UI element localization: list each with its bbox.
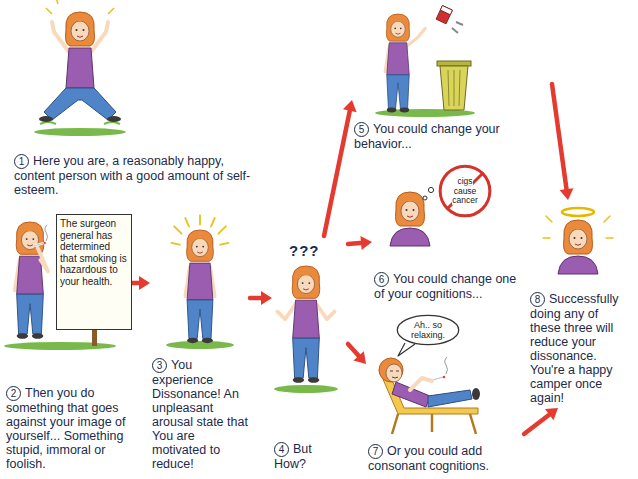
callout-number: 8 <box>530 292 545 307</box>
panel-caption: 5You could change your behavior... <box>354 122 550 151</box>
comic-panel: 3You experience Dissonance! An unpleasan… <box>150 206 250 474</box>
callout-number: 6 <box>374 272 389 287</box>
comic-panel: 1Here you are, a reasonably happy, conte… <box>12 4 267 200</box>
comic-panel: 4But How? <box>272 236 348 474</box>
panel-caption: 2Then you do something that goes against… <box>6 386 130 471</box>
arrow-head <box>139 276 150 290</box>
panel-caption: 7Or you could add consonant cognitions. <box>368 444 522 473</box>
arrow-head <box>360 236 372 250</box>
panel-caption: 8Successfully doing any of these three w… <box>530 292 630 405</box>
callout-number: 2 <box>6 386 21 401</box>
relaxing-person <box>379 343 480 434</box>
arrow-shaft <box>324 109 350 236</box>
no-symbol-ring <box>440 166 490 216</box>
speech-bubble: Ah.. so relaxing. <box>396 314 460 346</box>
caption-text: You experience Dissonance! An unpleasant… <box>152 358 248 471</box>
panel-caption: 1Here you are, a reasonably happy, conte… <box>14 154 265 197</box>
arrow-shaft <box>524 413 551 434</box>
speech-text: Ah.. so relaxing. <box>411 320 445 340</box>
callout-number: 3 <box>152 358 167 373</box>
panel-caption: 6You could change one of your cognitions… <box>374 272 518 301</box>
happy-camper <box>543 208 613 274</box>
caption-text: Then you do something that goes against … <box>6 386 126 471</box>
text-block: The surgeon general has determined that … <box>60 218 128 287</box>
caption-text: Or you could add consonant cognitions. <box>368 444 489 473</box>
panel-caption: 3You experience Dissonance! An unpleasan… <box>152 358 248 471</box>
arrow-head <box>261 291 272 305</box>
comic-panel: 6You could change one of your cognitions… <box>372 162 520 304</box>
happy-person <box>34 0 126 136</box>
comic-panel: 5You could change your behavior... <box>352 4 552 154</box>
comic-panel: 7Or you could add consonant cognitions. A… <box>366 312 524 476</box>
arrow-shaft <box>348 344 360 357</box>
arrow-head <box>545 408 558 420</box>
quitting-person <box>375 6 475 117</box>
tense-person <box>166 215 234 349</box>
arrow-head <box>560 188 574 200</box>
arrow-shaft <box>552 84 567 191</box>
caption-text: Here you are, a reasonably happy, conten… <box>14 154 250 197</box>
flow-arrow <box>348 344 366 364</box>
callout-number: 4 <box>274 442 289 457</box>
question-marks: ??? <box>289 242 320 259</box>
flow-arrow <box>524 408 558 434</box>
callout-number: 1 <box>14 154 29 169</box>
comic-panel: 8Successfully doing any of these three w… <box>528 200 632 408</box>
callout-number: 5 <box>354 122 369 137</box>
warning-sign: The surgeon general has determined that … <box>56 214 132 330</box>
callout-number: 7 <box>368 444 383 459</box>
puzzled-person <box>274 266 338 393</box>
arrow-head <box>343 100 357 112</box>
thought-text: cigs cause cancer <box>452 176 478 205</box>
flow-arrow <box>552 84 573 200</box>
flow-arrow <box>132 276 150 290</box>
arrow-head <box>353 351 366 364</box>
text-block: Ah.. so relaxing. <box>396 320 460 340</box>
bubble-ellipse <box>397 315 458 344</box>
caption-text: You could change one of your cognitions.… <box>374 272 516 301</box>
arrow-shaft <box>348 243 363 244</box>
sign-text: The surgeon general has determined that … <box>60 218 127 287</box>
flow-arrow <box>324 100 357 236</box>
flow-arrow <box>250 291 272 305</box>
flow-arrow <box>348 236 372 250</box>
comic-panel: 2Then you do something that goes against… <box>4 206 132 474</box>
thought-bubble: cigs cause cancer <box>438 164 492 218</box>
thinking-person <box>390 187 434 246</box>
caption-text: Successfully doing any of these three wi… <box>530 292 618 405</box>
caption-text: You could change your behavior... <box>354 122 500 151</box>
text-block: cigs cause cancer <box>438 177 492 206</box>
no-symbol-slash <box>448 174 483 209</box>
panel-caption: 4But How? <box>274 442 346 471</box>
